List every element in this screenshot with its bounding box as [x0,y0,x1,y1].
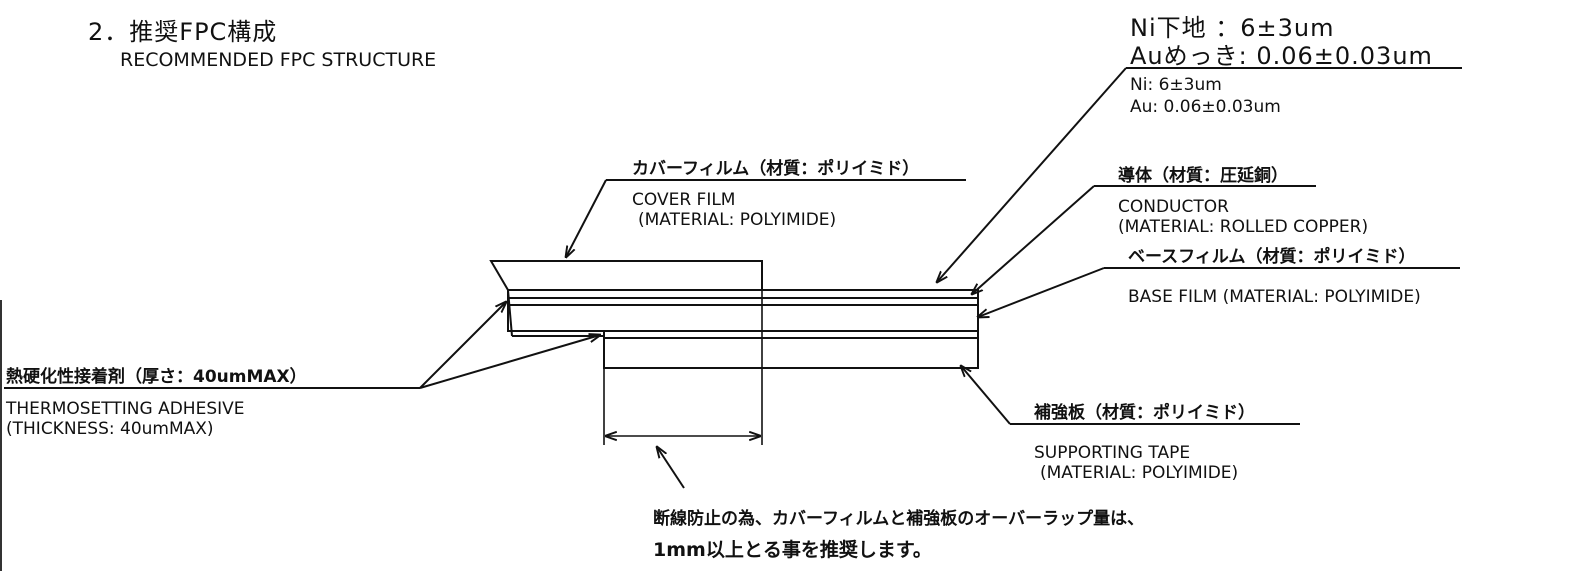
section-title-en: RECOMMENDED FPC STRUCTURE [120,49,436,71]
conductor-material-en: (MATERIAL: ROLLED COPPER) [1118,217,1368,237]
ni-thickness-en: Ni: 6±3um [1130,75,1222,95]
adhesive-layer-lower [603,330,979,339]
fpc-cross-section [489,260,979,445]
adhesive-layer-upper [507,297,979,306]
adhesive-thickness-en: (THICKNESS: 40umMAX) [6,419,214,439]
overlap-note-leader-line [657,447,685,489]
conductor-jp: 導体（材質：圧延銅） [1118,165,1288,186]
base-film-layer [507,304,979,332]
adhesive-leader-lower [419,335,600,389]
ni-underlayer-jp: Ni下地 ：6±3um [1130,14,1335,42]
base-film-jp: ベースフィルム（材質：ポリイミド） [1128,246,1415,267]
conductor-callout: 導体（材質：圧延銅） CONDUCTOR (MATERIAL: ROLLED C… [972,165,1368,294]
supporting-tape-material-en: (MATERIAL: POLYIMIDE) [1040,463,1238,483]
adhesive-en: THERMOSETTING ADHESIVE [5,399,245,419]
conductor-en: CONDUCTOR [1118,197,1229,217]
overlap-note-line1: 断線防止の為、カバーフィルムと補強板のオーバーラップ量は、 [653,508,1144,529]
cover-film-en: COVER FILM [632,190,735,210]
plating-leader-line [937,67,1127,282]
cover-film-jp: カバーフィルム（材質：ポリイミド） [632,158,919,179]
supporting-tape-layer [603,337,979,369]
overlap-note-line2: 1mm以上とる事を推奨します。 [653,538,932,561]
conductor-layer [507,289,979,299]
supporting-tape-leader-line [961,366,1011,425]
base-film-callout: ベースフィルム（材質：ポリイミド） BASE FILM (MATERIAL: P… [978,246,1460,317]
section-heading: 2．推奨FPC構成 RECOMMENDED FPC STRUCTURE [88,18,436,71]
stack-left-edge [507,289,513,337]
cover-film-leader-line [566,179,607,257]
section-title-jp: 2．推奨FPC構成 [88,18,277,46]
plating-callout: Ni下地 ：6±3um Auめっき: 0.06±0.03um Ni: 6±3um… [937,14,1462,282]
base-film-leader-line [978,267,1105,317]
cover-film-layer [489,260,763,291]
supporting-tape-en: SUPPORTING TAPE [1034,443,1190,463]
conductor-leader-line [972,185,1095,294]
base-film-en: BASE FILM (MATERIAL: POLYIMIDE) [1128,287,1421,307]
supporting-tape-jp: 補強板（材質：ポリイミド） [1033,402,1255,423]
supporting-tape-callout: 補強板（材質：ポリイミド） SUPPORTING TAPE (MATERIAL:… [961,366,1300,483]
adhesive-leader-upper [419,302,506,389]
adhesive-jp: 熱硬化性接着剤（厚さ：40umMAX） [6,366,307,387]
cover-film-material-en: (MATERIAL: POLYIMIDE) [638,210,836,230]
adhesive-callout: 熱硬化性接着剤（厚さ：40umMAX） THERMOSETTING ADHESI… [4,302,600,439]
cover-film-callout: カバーフィルム（材質：ポリイミド） COVER FILM (MATERIAL: … [566,158,966,257]
au-thickness-en: Au: 0.06±0.03um [1130,97,1281,117]
overlap-note: 断線防止の為、カバーフィルムと補強板のオーバーラップ量は、 1mm以上とる事を推… [653,447,1144,561]
au-plating-jp: Auめっき: 0.06±0.03um [1130,42,1433,70]
